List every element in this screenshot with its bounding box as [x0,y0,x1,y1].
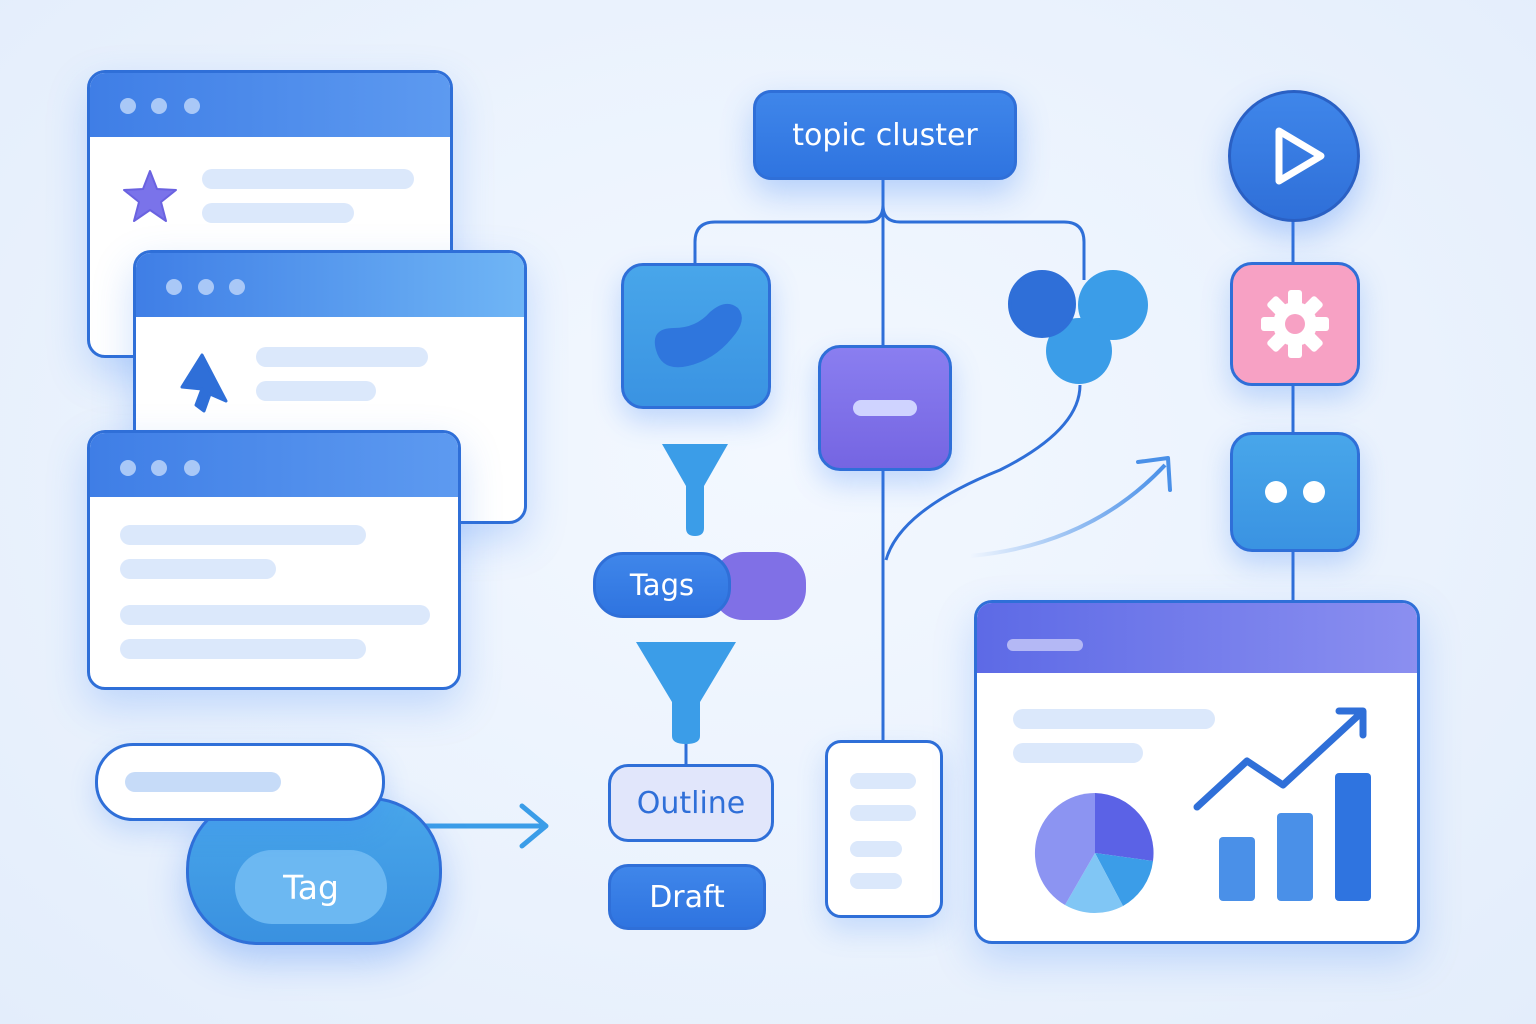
document-card [825,740,943,918]
window-titlebar [90,433,458,497]
blob-tile[interactable] [621,263,771,409]
minus-icon [853,400,917,416]
window-titlebar [90,73,450,137]
play-button[interactable] [1228,90,1360,222]
minus-tile[interactable] [818,345,952,471]
gear-icon [1261,290,1329,358]
draft-label: Draft [649,879,725,915]
browser-window-front [87,430,461,690]
draft-pill[interactable]: Draft [608,864,766,930]
search-bar [95,743,385,821]
tags-pill[interactable]: Tags [593,552,731,618]
dashboard-titlebar [977,603,1417,673]
tag-chip[interactable]: Tag [235,850,387,924]
tags-label: Tags [629,568,695,602]
dot-icon [1303,481,1325,503]
cursor-arrow-icon [180,353,228,413]
blob-icon [654,303,742,368]
topic-cluster-node[interactable]: topic cluster [753,90,1017,180]
settings-tile[interactable] [1230,262,1360,386]
pie-chart-icon [1034,792,1154,913]
outline-label: Outline [636,785,746,821]
tag-label: Tag [283,867,339,907]
topic-cluster-label: topic cluster [792,117,978,153]
tag-bubble: Tag [186,797,442,945]
growth-chart-icon [1193,707,1371,901]
window-titlebar [136,253,524,317]
funnel-icon [636,642,736,744]
play-icon [1275,127,1325,185]
dot-icon [1265,481,1287,503]
analytics-dashboard-window [974,600,1420,944]
dots-tile[interactable] [1230,432,1360,552]
star-icon [123,170,177,222]
outline-pill[interactable]: Outline [608,764,774,842]
funnel-icon [662,444,728,536]
tags-secondary-pill [712,552,806,620]
circle-cluster [1008,268,1148,388]
